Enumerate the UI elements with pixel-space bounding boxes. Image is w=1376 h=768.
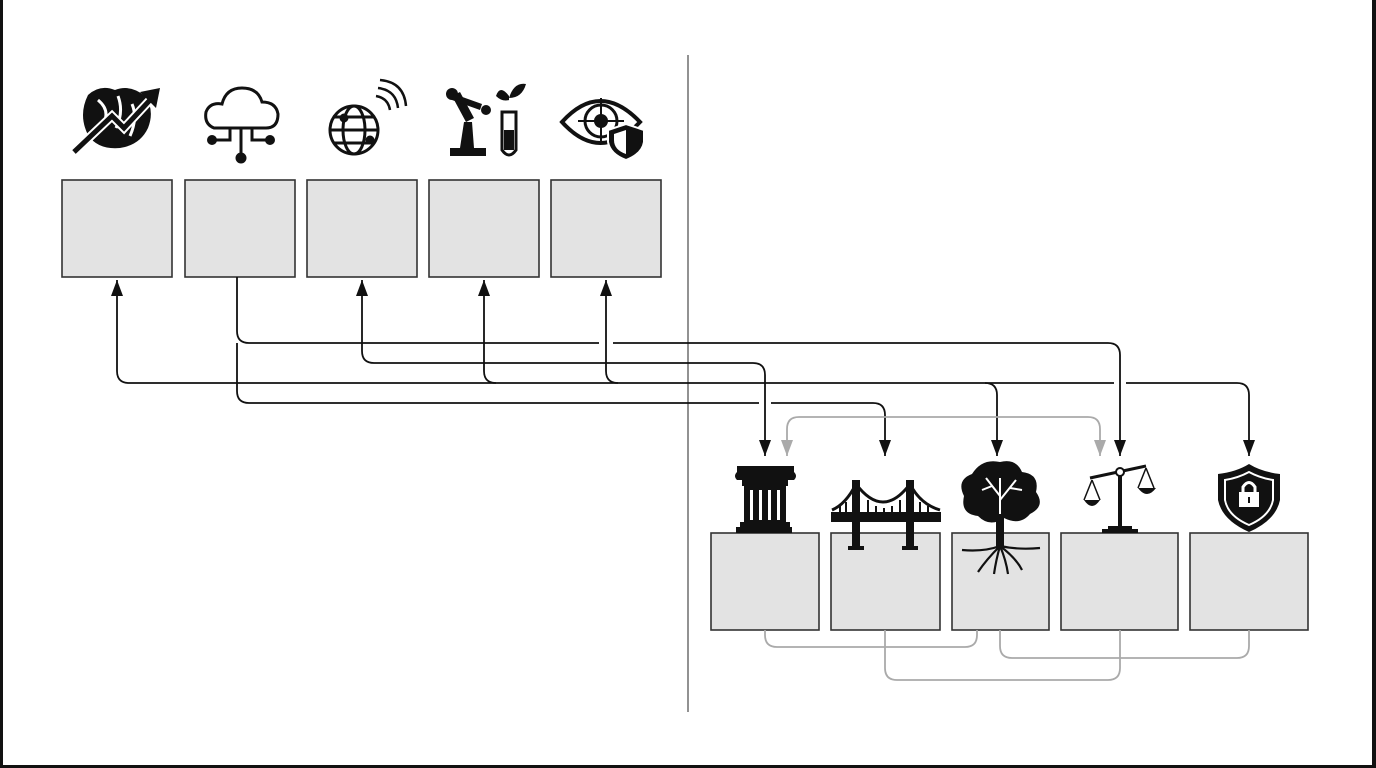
suspension-bridge-icon (831, 480, 941, 550)
connector-bus-t1-b3 (111, 280, 1003, 456)
bottom-node-box-1[interactable] (710, 532, 820, 631)
connector-b3-b5 (999, 630, 1250, 659)
connector-t2-b4 (236, 277, 1120, 456)
top-node-box-2[interactable] (184, 179, 296, 278)
connector-b1-b4 (781, 416, 1106, 456)
greek-column-icon (735, 466, 796, 533)
balance-scales-icon (1083, 464, 1156, 533)
top-node-box-1[interactable] (61, 179, 173, 278)
top-node-box-5[interactable] (550, 179, 662, 278)
tree-with-roots-icon (961, 461, 1041, 575)
robot-arm-plant-test-tube-icon (446, 83, 526, 157)
shield-lock-icon (1218, 464, 1280, 532)
connector-bus-b5 (985, 382, 1249, 456)
globe-wireless-icon (328, 78, 408, 156)
bottom-node-box-4[interactable] (1060, 532, 1179, 631)
connector-bus-t5 (600, 280, 619, 384)
cloud-network-icon (204, 86, 280, 164)
bottom-node-box-5[interactable] (1189, 532, 1309, 631)
top-node-box-3[interactable] (306, 179, 418, 278)
connector-t3-b1 (356, 280, 771, 456)
brain-growth-arrow-icon (70, 87, 160, 156)
bottom-node-box-2[interactable] (830, 532, 941, 631)
eye-target-shield-icon (559, 98, 645, 162)
connector-t2-b2 (236, 343, 885, 456)
connector-b1-b3 (764, 630, 978, 648)
top-node-box-4[interactable] (428, 179, 540, 278)
connector-b2-b4 (884, 630, 1121, 681)
connector-bus-t4 (478, 280, 497, 384)
